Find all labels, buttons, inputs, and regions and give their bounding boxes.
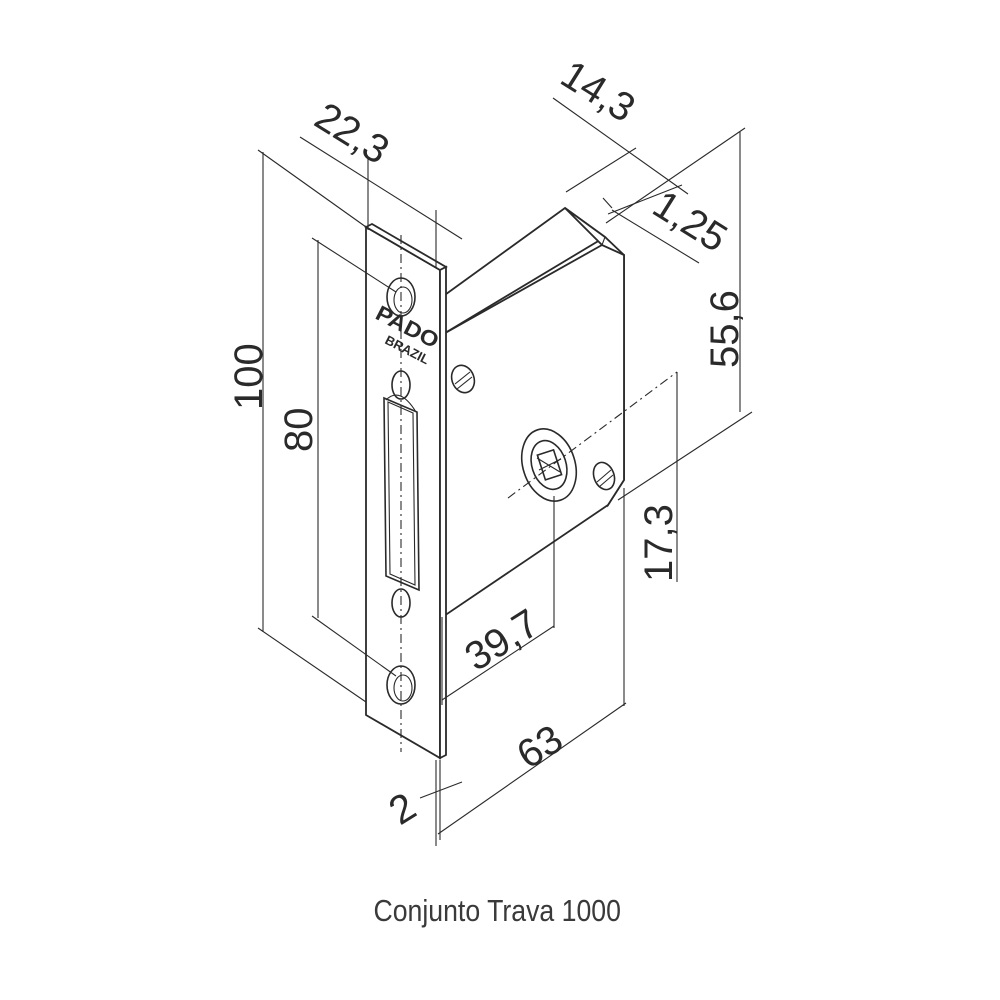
dim-body-length: 63: [509, 717, 570, 778]
key-hub: [520, 428, 578, 502]
faceplate-hole-small-top: [391, 370, 411, 400]
faceplate-hole-bottom: [386, 665, 416, 705]
faceplate-hole-top: [386, 277, 416, 317]
lock-body: [439, 206, 625, 618]
dim-backset: 39,7: [457, 601, 546, 680]
faceplate: PADO BRAZIL: [364, 222, 448, 760]
drawing-caption: Conjunto Trava 1000: [373, 893, 621, 928]
body-screw-top: [450, 364, 476, 394]
dim-depth-top: 14,3: [553, 52, 642, 131]
faceplate-hole-small-bottom: [391, 588, 411, 618]
dim-axis-offset: 17,3: [637, 504, 681, 582]
dim-total-height: 100: [227, 343, 271, 410]
dim-plate-thickness: 2: [381, 785, 423, 834]
dim-height-body: 55,6: [703, 290, 747, 368]
dim-hole-spacing: 80: [277, 408, 321, 453]
latch-slot: [383, 394, 420, 592]
dim-width-top: 22,3: [307, 94, 396, 173]
dimension-lines: [257, 97, 753, 846]
body-screw-bottom: [592, 461, 616, 491]
